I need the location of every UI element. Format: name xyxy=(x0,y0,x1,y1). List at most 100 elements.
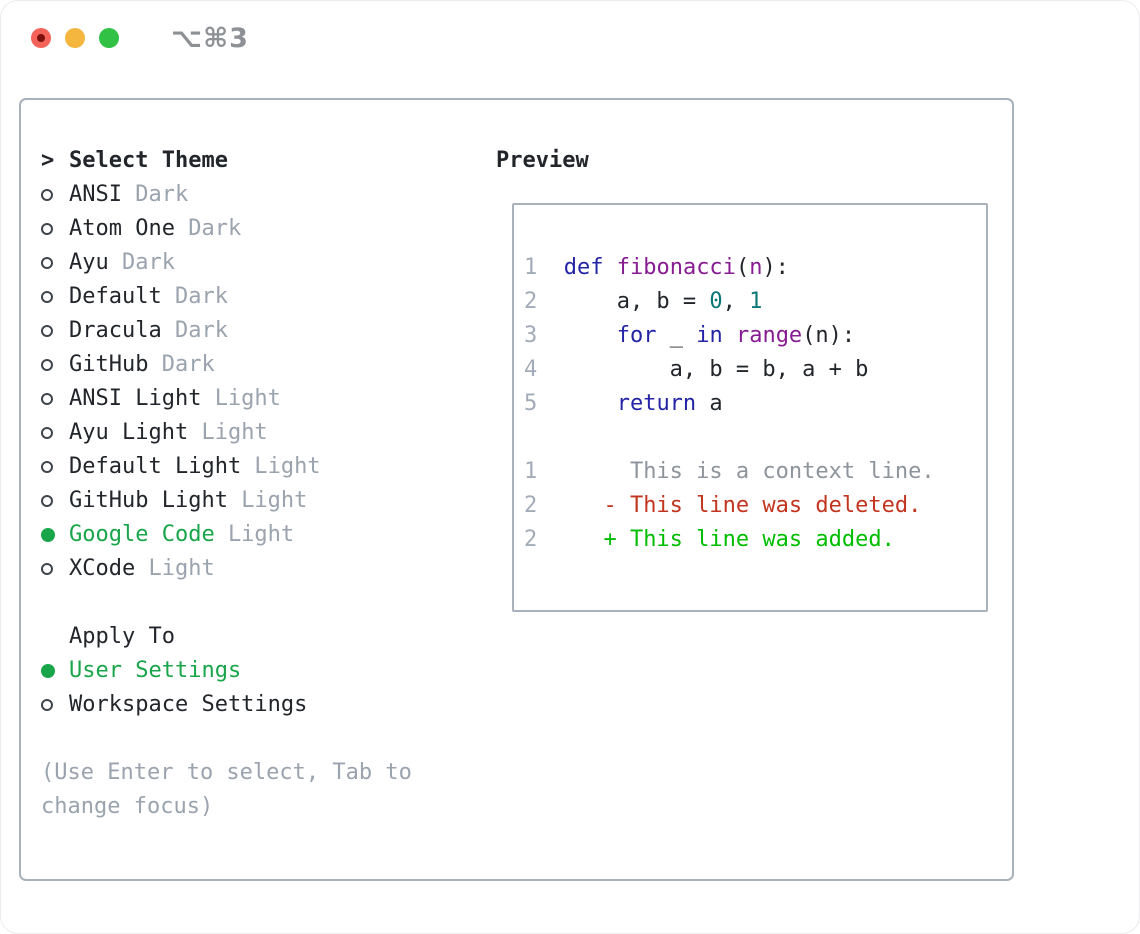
code-segment: in xyxy=(696,323,723,348)
theme-variant-label: Dark xyxy=(174,318,228,343)
theme-name: XCode xyxy=(69,556,136,581)
theme-name: GitHub Light xyxy=(69,488,228,513)
theme-list-item[interactable]: Dracula Dark xyxy=(41,314,491,348)
preview-code-line: 1 def fibonacci(n): xyxy=(524,251,978,285)
radio-circle-icon xyxy=(41,223,53,235)
theme-name: Default Light xyxy=(69,454,242,479)
theme-list: ANSI Dark Atom One Dark Ayu Dark Default… xyxy=(41,178,491,586)
code-segment: , xyxy=(722,289,750,314)
code-segment xyxy=(564,387,617,421)
theme-variant-label: Light xyxy=(241,488,308,513)
code-segment: range xyxy=(735,323,803,348)
minimize-button[interactable] xyxy=(65,28,85,48)
close-dot-icon xyxy=(37,34,45,42)
line-number: 1 xyxy=(524,459,538,484)
code-segment: _ xyxy=(656,323,697,348)
theme-list-item[interactable]: Ayu Light Light xyxy=(41,416,491,450)
theme-list-item[interactable]: GitHub Light Light xyxy=(41,484,491,518)
radio-circle-icon xyxy=(41,427,53,439)
code-segment: return xyxy=(616,391,697,416)
code-segment: n xyxy=(749,255,763,280)
theme-name: GitHub xyxy=(69,352,149,377)
theme-list-item[interactable]: Default Dark xyxy=(41,280,491,314)
radio-circle-icon xyxy=(41,257,53,269)
radio-circle-icon xyxy=(41,393,53,405)
theme-list-item[interactable]: GitHub Dark xyxy=(41,348,491,382)
line-number: 2 xyxy=(524,527,538,552)
code-segment: a xyxy=(696,391,723,416)
line-number xyxy=(524,421,537,455)
theme-name: Default xyxy=(69,284,162,309)
apply-to-label: User Settings xyxy=(69,658,242,683)
theme-name: Ayu xyxy=(69,250,109,275)
theme-variant-label: Dark xyxy=(174,284,228,309)
select-theme-header-row: > Select Theme xyxy=(41,144,491,178)
preview-code-line: 2 - This line was deleted. xyxy=(524,489,978,523)
theme-list-item[interactable]: Default Light Light xyxy=(41,450,491,484)
radio-circle-icon xyxy=(41,528,55,542)
line-number: 4 xyxy=(524,357,538,382)
code-segment: for xyxy=(616,323,657,348)
code-segment xyxy=(564,319,617,353)
theme-name: Dracula xyxy=(69,318,162,343)
theme-variant-label: Dark xyxy=(121,250,175,275)
code-segment: fibonacci xyxy=(616,255,736,280)
code-segment: a, b = b, a + b xyxy=(563,357,869,382)
apply-to-option[interactable]: Workspace Settings xyxy=(41,688,491,722)
theme-list-item[interactable]: ANSI Dark xyxy=(41,178,491,212)
radio-circle-icon xyxy=(41,699,53,711)
code-segment: ): xyxy=(762,255,789,280)
theme-variant-label: Light xyxy=(227,522,295,547)
theme-selector-panel: > Select Theme ANSI Dark Atom One Dark A… xyxy=(19,98,1014,881)
code-segment: 0 xyxy=(709,289,723,314)
code-segment: ( xyxy=(735,255,750,280)
radio-circle-icon xyxy=(41,664,55,678)
line-number: 2 xyxy=(524,289,538,314)
radio-circle-icon xyxy=(41,461,53,473)
preview-code: 1 def fibonacci(n): 2 a, b = 0, 1 3 for … xyxy=(524,251,978,557)
titlebar xyxy=(31,28,119,48)
preview-header: Preview xyxy=(496,148,589,173)
apply-to-header: Apply To xyxy=(69,624,175,649)
preview-box: 1 def fibonacci(n): 2 a, b = 0, 1 3 for … xyxy=(512,203,988,612)
theme-name: Atom One xyxy=(69,216,175,241)
code-segment: def xyxy=(563,255,604,280)
close-button[interactable] xyxy=(31,28,51,48)
zoom-button[interactable] xyxy=(99,28,119,48)
preview-code-line: 4 a, b = b, a + b xyxy=(524,353,978,387)
theme-list-item[interactable]: Atom One Dark xyxy=(41,212,491,246)
code-segment: a, b = xyxy=(563,289,710,314)
theme-list-item[interactable]: Ayu Dark xyxy=(41,246,491,280)
theme-variant-label: Light xyxy=(214,386,281,411)
window-title: ⌥⌘3 xyxy=(171,23,249,54)
preview-code-line: 5 return a xyxy=(524,387,978,421)
code-segment: This is a context line. xyxy=(563,459,935,484)
radio-circle-icon xyxy=(41,189,53,201)
select-theme-header: Select Theme xyxy=(69,148,228,173)
theme-list-item[interactable]: Google Code Light xyxy=(41,518,491,552)
preview-code-line: 2 + This line was added. xyxy=(524,523,978,557)
theme-list-item[interactable]: ANSI Light Light xyxy=(41,382,491,416)
theme-variant-label: Dark xyxy=(161,352,215,377)
apply-to-header-row: Apply To xyxy=(41,620,491,654)
apply-to-list: User Settings Workspace Settings xyxy=(41,654,491,722)
theme-variant-label: Light xyxy=(254,454,321,479)
preview-code-line: 2 a, b = 0, 1 xyxy=(524,285,978,319)
line-number: 1 xyxy=(524,255,538,280)
code-segment xyxy=(603,251,616,285)
code-segment xyxy=(723,319,736,353)
radio-circle-icon xyxy=(41,495,53,507)
apply-to-option[interactable]: User Settings xyxy=(41,654,491,688)
preview-code-line: 3 for _ in range(n): xyxy=(524,319,978,353)
theme-variant-label: Light xyxy=(148,556,215,581)
theme-variant-label: Dark xyxy=(188,216,242,241)
spacer xyxy=(41,586,491,620)
radio-circle-icon xyxy=(41,359,53,371)
radio-circle-icon xyxy=(41,563,53,575)
theme-list-item[interactable]: XCode Light xyxy=(41,552,491,586)
radio-circle-icon xyxy=(41,291,53,303)
theme-list-column: > Select Theme ANSI Dark Atom One Dark A… xyxy=(41,144,491,824)
focus-caret-icon: > xyxy=(41,148,55,173)
theme-variant-label: Light xyxy=(201,420,268,445)
